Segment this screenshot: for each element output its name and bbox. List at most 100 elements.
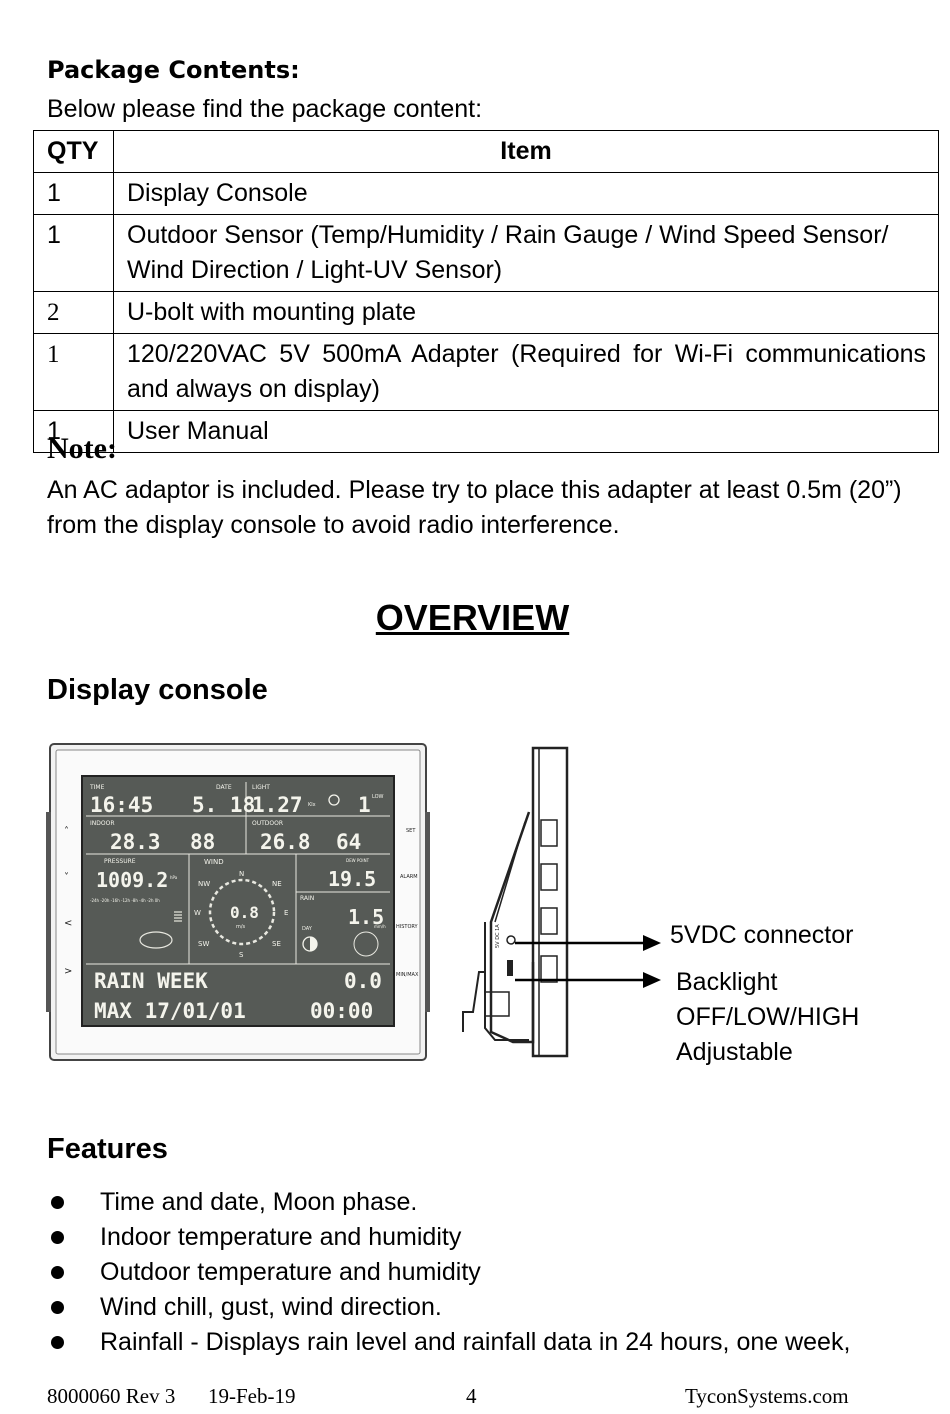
set-button-label: SET xyxy=(406,828,416,834)
bullet-icon xyxy=(51,1336,64,1349)
outdoor-label: OUTDOOR xyxy=(252,820,283,827)
qty-cell: 1 xyxy=(33,214,114,292)
indoor-temp-readout: 28.3 xyxy=(110,830,161,854)
wind-speed-readout: 0.8 xyxy=(230,903,259,922)
time-readout: 16:45 xyxy=(90,793,153,817)
feature-text: Rainfall - Displays rain level and rainf… xyxy=(100,1328,851,1356)
lcd-line2-right: 00:00 xyxy=(310,999,373,1023)
table-row: 1 120/220VAC 5V 500mA Adapter (Required … xyxy=(33,333,939,411)
indoor-label: INDOOR xyxy=(90,820,115,827)
history-button-label: HISTORY xyxy=(396,924,419,930)
item-cell: Display Console xyxy=(113,172,939,215)
item-cell: 120/220VAC 5V 500mA Adapter (Required fo… xyxy=(113,333,939,411)
qty-cell: 1 xyxy=(33,410,114,453)
light-readout: 1.27 xyxy=(252,793,303,817)
list-item: Time and date, Moon phase. xyxy=(47,1185,850,1220)
rain-readout: 1.5 xyxy=(348,905,384,929)
list-item: Indoor temperature and humidity xyxy=(47,1220,850,1255)
item-cell: Outdoor Sensor (Temp/Humidity / Rain Gau… xyxy=(113,214,939,292)
forecast-icon xyxy=(353,931,379,957)
overview-title: OVERVIEW xyxy=(375,597,570,638)
outdoor-humidity-readout: 64 xyxy=(336,830,361,854)
compass-w: W xyxy=(194,909,201,917)
item-cell: User Manual xyxy=(113,410,939,453)
callout-arrows xyxy=(515,935,661,988)
feature-text: Time and date, Moon phase. xyxy=(100,1188,418,1216)
qty-cell: 1 xyxy=(33,172,114,215)
pressure-label: PRESSURE xyxy=(104,858,136,865)
light-unit: Klx xyxy=(308,802,316,808)
lcd-line2-left: MAX 17/01/01 xyxy=(94,999,246,1023)
bullet-icon xyxy=(51,1266,64,1279)
dc-jack-icon xyxy=(506,935,516,945)
up-button-icon: ˄ xyxy=(64,825,69,837)
note-heading: Note: xyxy=(47,432,117,465)
footer-date: 19-Feb-19 xyxy=(208,1384,296,1408)
compass-e: E xyxy=(284,909,288,917)
rain-label: RAIN xyxy=(300,895,314,902)
left-button-icon: < xyxy=(64,918,72,929)
footer-page-number: 4 xyxy=(466,1384,477,1408)
compass-n: N xyxy=(239,870,244,878)
qty-cell: 2 xyxy=(33,291,114,334)
package-contents-table: QTY Item 1 Display Console 1 Outdoor Sen… xyxy=(33,130,939,453)
day-label: DAY xyxy=(302,926,313,932)
backlight-callout-line2: OFF/LOW/HIGH xyxy=(676,1003,860,1031)
footer-website: TyconSystems.com xyxy=(685,1384,849,1408)
dew-point-readout: 19.5 xyxy=(328,867,376,891)
list-item: Outdoor temperature and humidity xyxy=(47,1255,850,1290)
date-readout: 5. 18 xyxy=(192,793,255,817)
list-item: Wind chill, gust, wind direction. xyxy=(47,1290,850,1325)
bullet-icon xyxy=(51,1231,64,1244)
compass-ne: NE xyxy=(272,880,282,888)
wind-speed-unit: m/s xyxy=(236,924,246,930)
compass-sw: SW xyxy=(198,940,209,948)
connector-arrowhead-icon xyxy=(643,935,661,951)
table-row: 2 U-bolt with mounting plate xyxy=(33,291,939,334)
table-row: 1 Display Console xyxy=(33,172,939,215)
pressure-history-axis: -24h -20h -16h -12h -8h -4h -2h 0h xyxy=(90,898,160,903)
pressure-readout: 1009.2 xyxy=(96,868,168,892)
package-contents-heading: Package Contents: xyxy=(47,56,300,84)
date-label: DATE xyxy=(216,784,232,791)
display-console-front-illustration: TIME 16:45 DATE 5. 18 LIGHT 1.27 Klx 1 L… xyxy=(46,743,430,1061)
bullet-icon xyxy=(51,1301,64,1314)
lcd-line1-right: 0.0 xyxy=(344,969,382,993)
display-console-heading: Display console xyxy=(47,674,268,706)
compass-se: SE xyxy=(272,940,281,948)
pressure-history-bars xyxy=(174,911,182,922)
moon-phase-icon xyxy=(139,931,173,949)
features-list: Time and date, Moon phase. Indoor temper… xyxy=(47,1185,850,1360)
backlight-arrowhead-icon xyxy=(643,972,661,988)
feature-text: Outdoor temperature and humidity xyxy=(100,1258,481,1286)
compass-s: S xyxy=(239,951,244,959)
table-row: 1 Outdoor Sensor (Temp/Humidity / Rain G… xyxy=(33,214,939,292)
indoor-humidity-readout: 88 xyxy=(190,830,215,854)
dew-point-label: DEW POINT xyxy=(346,858,370,863)
package-intro-text: Below please find the package content: xyxy=(47,95,483,123)
down-button-icon: ˅ xyxy=(64,871,69,883)
item-cell: U-bolt with mounting plate xyxy=(113,291,939,334)
feature-text: Indoor temperature and humidity xyxy=(100,1223,462,1251)
item-header: Item xyxy=(113,130,939,173)
backlight-switch-icon xyxy=(507,960,513,976)
compass-nw: NW xyxy=(198,880,210,888)
alarm-button-label: ALARM xyxy=(400,874,418,880)
qty-header: QTY xyxy=(33,130,114,173)
backlight-callout-line3: Adjustable xyxy=(676,1038,793,1066)
lcd-line1-left: RAIN WEEK xyxy=(94,969,208,993)
rain-unit: mm/h xyxy=(374,924,386,929)
outdoor-temp-readout: 26.8 xyxy=(260,830,311,854)
display-console-side-illustration: 5V DC 1A xyxy=(462,746,569,1058)
sun-icon xyxy=(328,794,340,806)
footer-doc-number: 8000060 Rev 3 xyxy=(47,1384,176,1408)
features-heading: Features xyxy=(47,1133,168,1165)
side-jack-label: 5V DC 1A xyxy=(495,924,501,948)
uv-label: LOW xyxy=(372,794,384,800)
right-button-icon: > xyxy=(64,966,72,977)
connector-callout: 5VDC connector xyxy=(670,921,854,949)
bullet-icon xyxy=(51,1196,64,1209)
backlight-callout-line1: Backlight xyxy=(676,968,778,996)
feature-text: Wind chill, gust, wind direction. xyxy=(100,1293,442,1321)
light-label: LIGHT xyxy=(252,784,270,791)
